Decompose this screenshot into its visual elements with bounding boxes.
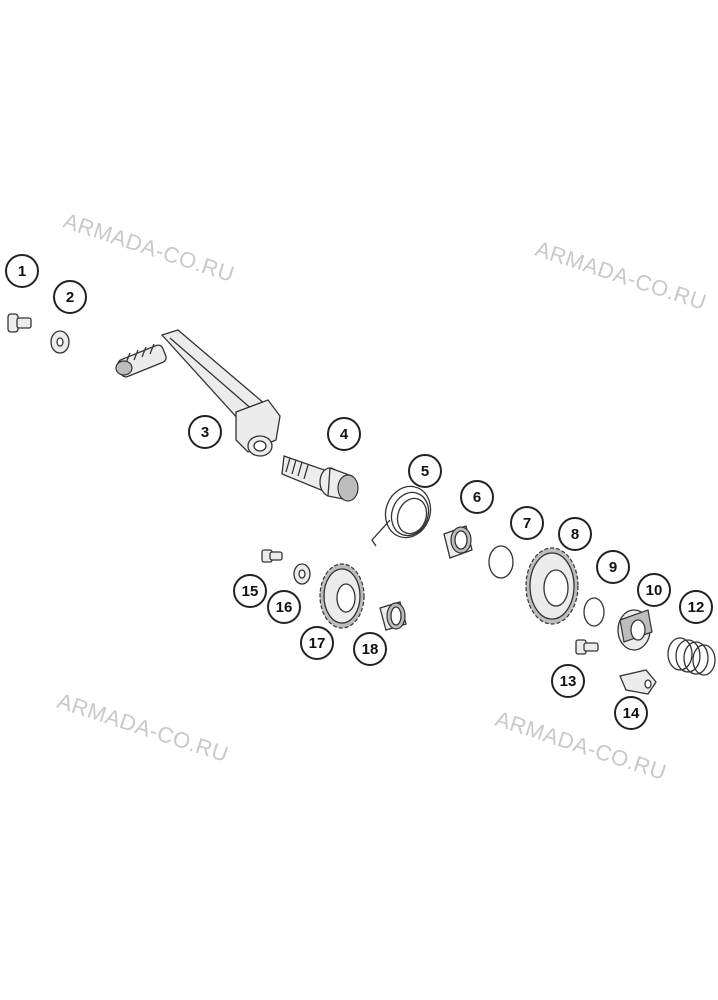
callout-3: 3 bbox=[188, 415, 222, 449]
callout-8: 8 bbox=[558, 517, 592, 551]
bolt-icon bbox=[575, 639, 599, 655]
callout-15: 15 bbox=[233, 574, 267, 608]
stop-plate-icon bbox=[619, 669, 657, 695]
spring-icon bbox=[667, 637, 716, 676]
callout-5: 5 bbox=[408, 454, 442, 488]
callout-17: 17 bbox=[300, 626, 334, 660]
callout-16: 16 bbox=[267, 590, 301, 624]
torsion-spring-icon bbox=[371, 485, 432, 547]
circlip-icon bbox=[488, 545, 514, 579]
kick-starter-gear-icon bbox=[525, 547, 579, 625]
callout-10: 10 bbox=[637, 573, 671, 607]
needle-bearing-icon bbox=[379, 601, 407, 631]
bolt-icon bbox=[7, 313, 32, 333]
ratchet-icon bbox=[617, 609, 653, 651]
callout-6: 6 bbox=[460, 480, 494, 514]
washer-icon bbox=[293, 563, 311, 585]
washer-icon bbox=[50, 330, 70, 354]
circlip-icon bbox=[583, 597, 605, 627]
callout-14: 14 bbox=[614, 696, 648, 730]
callout-7: 7 bbox=[510, 506, 544, 540]
callout-1: 1 bbox=[5, 254, 39, 288]
intermediate-gear-icon bbox=[319, 563, 365, 629]
callout-9: 9 bbox=[596, 550, 630, 584]
callout-2: 2 bbox=[53, 280, 87, 314]
bushing-icon bbox=[443, 525, 473, 559]
kick-starter-shaft-icon bbox=[281, 455, 359, 502]
bolt-icon bbox=[261, 549, 283, 563]
callout-4: 4 bbox=[327, 417, 361, 451]
callout-13: 13 bbox=[551, 664, 585, 698]
callout-12: 12 bbox=[679, 590, 713, 624]
callout-18: 18 bbox=[353, 632, 387, 666]
kick-starter-lever-icon bbox=[115, 329, 281, 457]
